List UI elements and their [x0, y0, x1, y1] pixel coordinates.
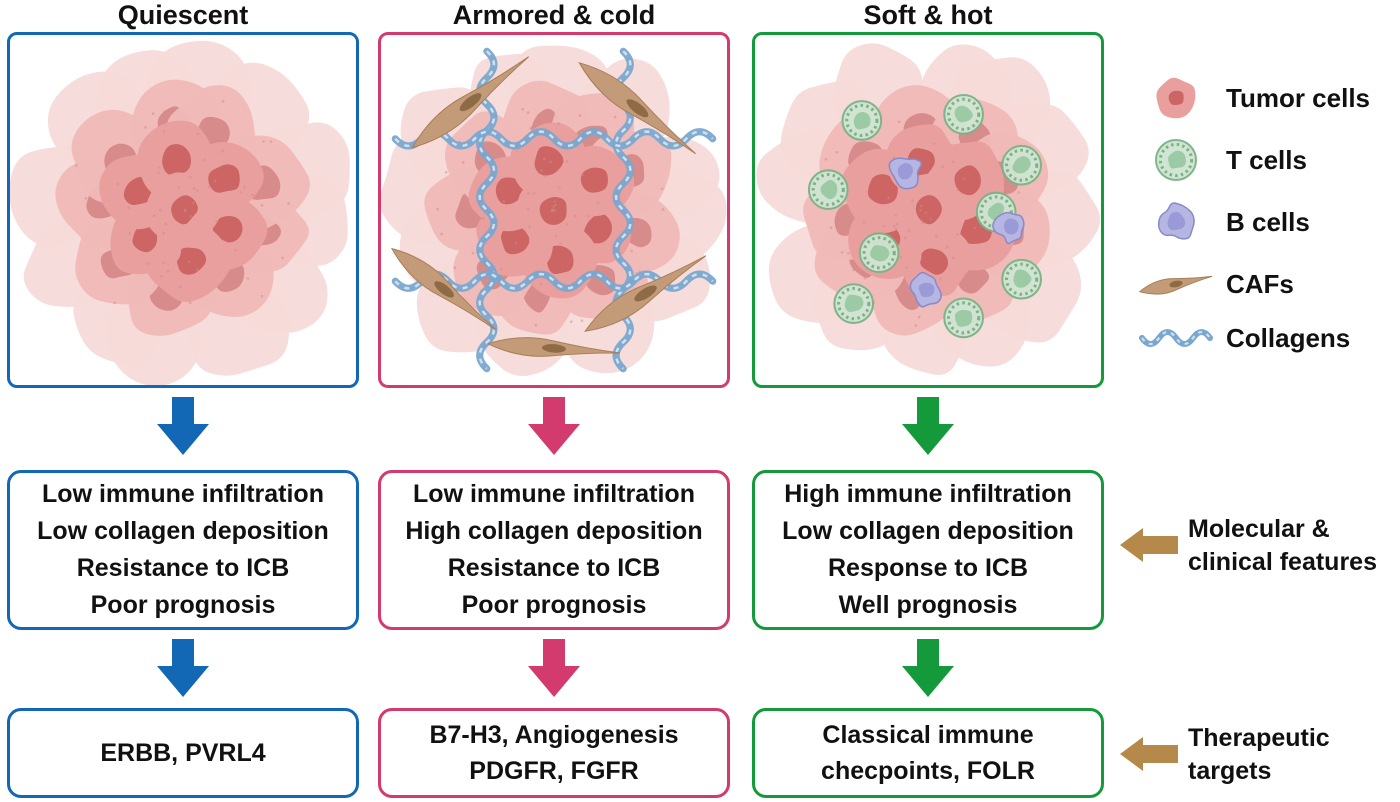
left-arrow-icon — [1120, 528, 1178, 562]
left-arrow-icon — [1120, 737, 1178, 771]
annotation-molecular-clinical-features: Molecular & clinical features — [1188, 515, 1377, 576]
legend-item-tumor-cells: Tumor cells — [1136, 72, 1370, 124]
legend-item-b-cells: B cells — [1136, 196, 1310, 248]
feature-line: Well prognosis — [838, 591, 1018, 619]
targets-box-armored-cold: B7-H3, Angiogenesis PDGFR, FGFR — [378, 708, 730, 798]
target-line: B7-H3, Angiogenesis — [429, 721, 679, 749]
features-box-soft-hot: High immune infiltration Low collagen de… — [752, 470, 1104, 630]
feature-line: Response to ICB — [827, 554, 1029, 582]
caf-icon — [1138, 275, 1213, 295]
down-arrow-icon — [528, 639, 580, 697]
feature-line: Resistance to ICB — [447, 554, 661, 582]
target-line: PDGFR, FGFR — [469, 757, 639, 785]
tumor-panel-armored-cold — [378, 32, 730, 388]
feature-line: Low collagen deposition — [782, 517, 1074, 545]
targets-box-soft-hot: Classical immune checpoints, FOLR — [752, 708, 1104, 798]
legend-label: B cells — [1226, 206, 1310, 237]
tumor-panel-soft-hot — [752, 32, 1104, 388]
feature-line: Resistance to ICB — [76, 554, 290, 582]
feature-line: Poor prognosis — [90, 591, 276, 619]
b-cell-icon — [1157, 202, 1195, 240]
tumor-illustration-quiescent — [10, 40, 350, 385]
collagen-icon — [1139, 329, 1213, 347]
feature-line: Low immune infiltration — [42, 480, 324, 508]
column-title-armored-cold: Armored & cold — [452, 0, 656, 30]
tumor-cell-icon — [1156, 77, 1196, 119]
target-line: checpoints, FOLR — [821, 757, 1035, 785]
legend-label: T cells — [1226, 144, 1307, 175]
feature-line: Low collagen deposition — [37, 517, 329, 545]
tumor-panel-quiescent — [7, 32, 359, 388]
feature-line: Low immune infiltration — [413, 480, 695, 508]
down-arrow-icon — [528, 397, 580, 455]
t-cell-icon — [1155, 139, 1197, 181]
features-box-quiescent: Low immune infiltration Low collagen dep… — [7, 470, 359, 630]
feature-line: High collagen deposition — [405, 517, 703, 545]
features-box-armored-cold: Low immune infiltration High collagen de… — [378, 470, 730, 630]
tumor-illustration-armored-cold — [381, 45, 727, 376]
feature-line: High immune infiltration — [784, 480, 1072, 508]
legend-item-t-cells: T cells — [1136, 134, 1307, 186]
column-title-soft-hot: Soft & hot — [863, 0, 993, 30]
column-title-quiescent: Quiescent — [117, 0, 249, 30]
annotation-therapeutic-targets: Therapeutic targets — [1188, 724, 1330, 785]
legend-label: Collagens — [1226, 322, 1351, 353]
targets-box-quiescent: ERBB, PVRL4 — [7, 708, 359, 798]
down-arrow-icon — [157, 397, 209, 455]
feature-line: Poor prognosis — [461, 591, 647, 619]
down-arrow-icon — [157, 639, 209, 697]
down-arrow-icon — [902, 397, 954, 455]
legend-label: CAFs — [1226, 268, 1294, 299]
target-line: Classical immune — [822, 721, 1034, 749]
tumor-illustration-soft-hot — [756, 43, 1101, 375]
target-line: ERBB, PVRL4 — [100, 739, 266, 767]
legend-label: Tumor cells — [1226, 82, 1371, 113]
legend-item-collagens: Collagens — [1136, 312, 1350, 364]
legend-item-cafs: CAFs — [1136, 258, 1294, 310]
down-arrow-icon — [902, 639, 954, 697]
